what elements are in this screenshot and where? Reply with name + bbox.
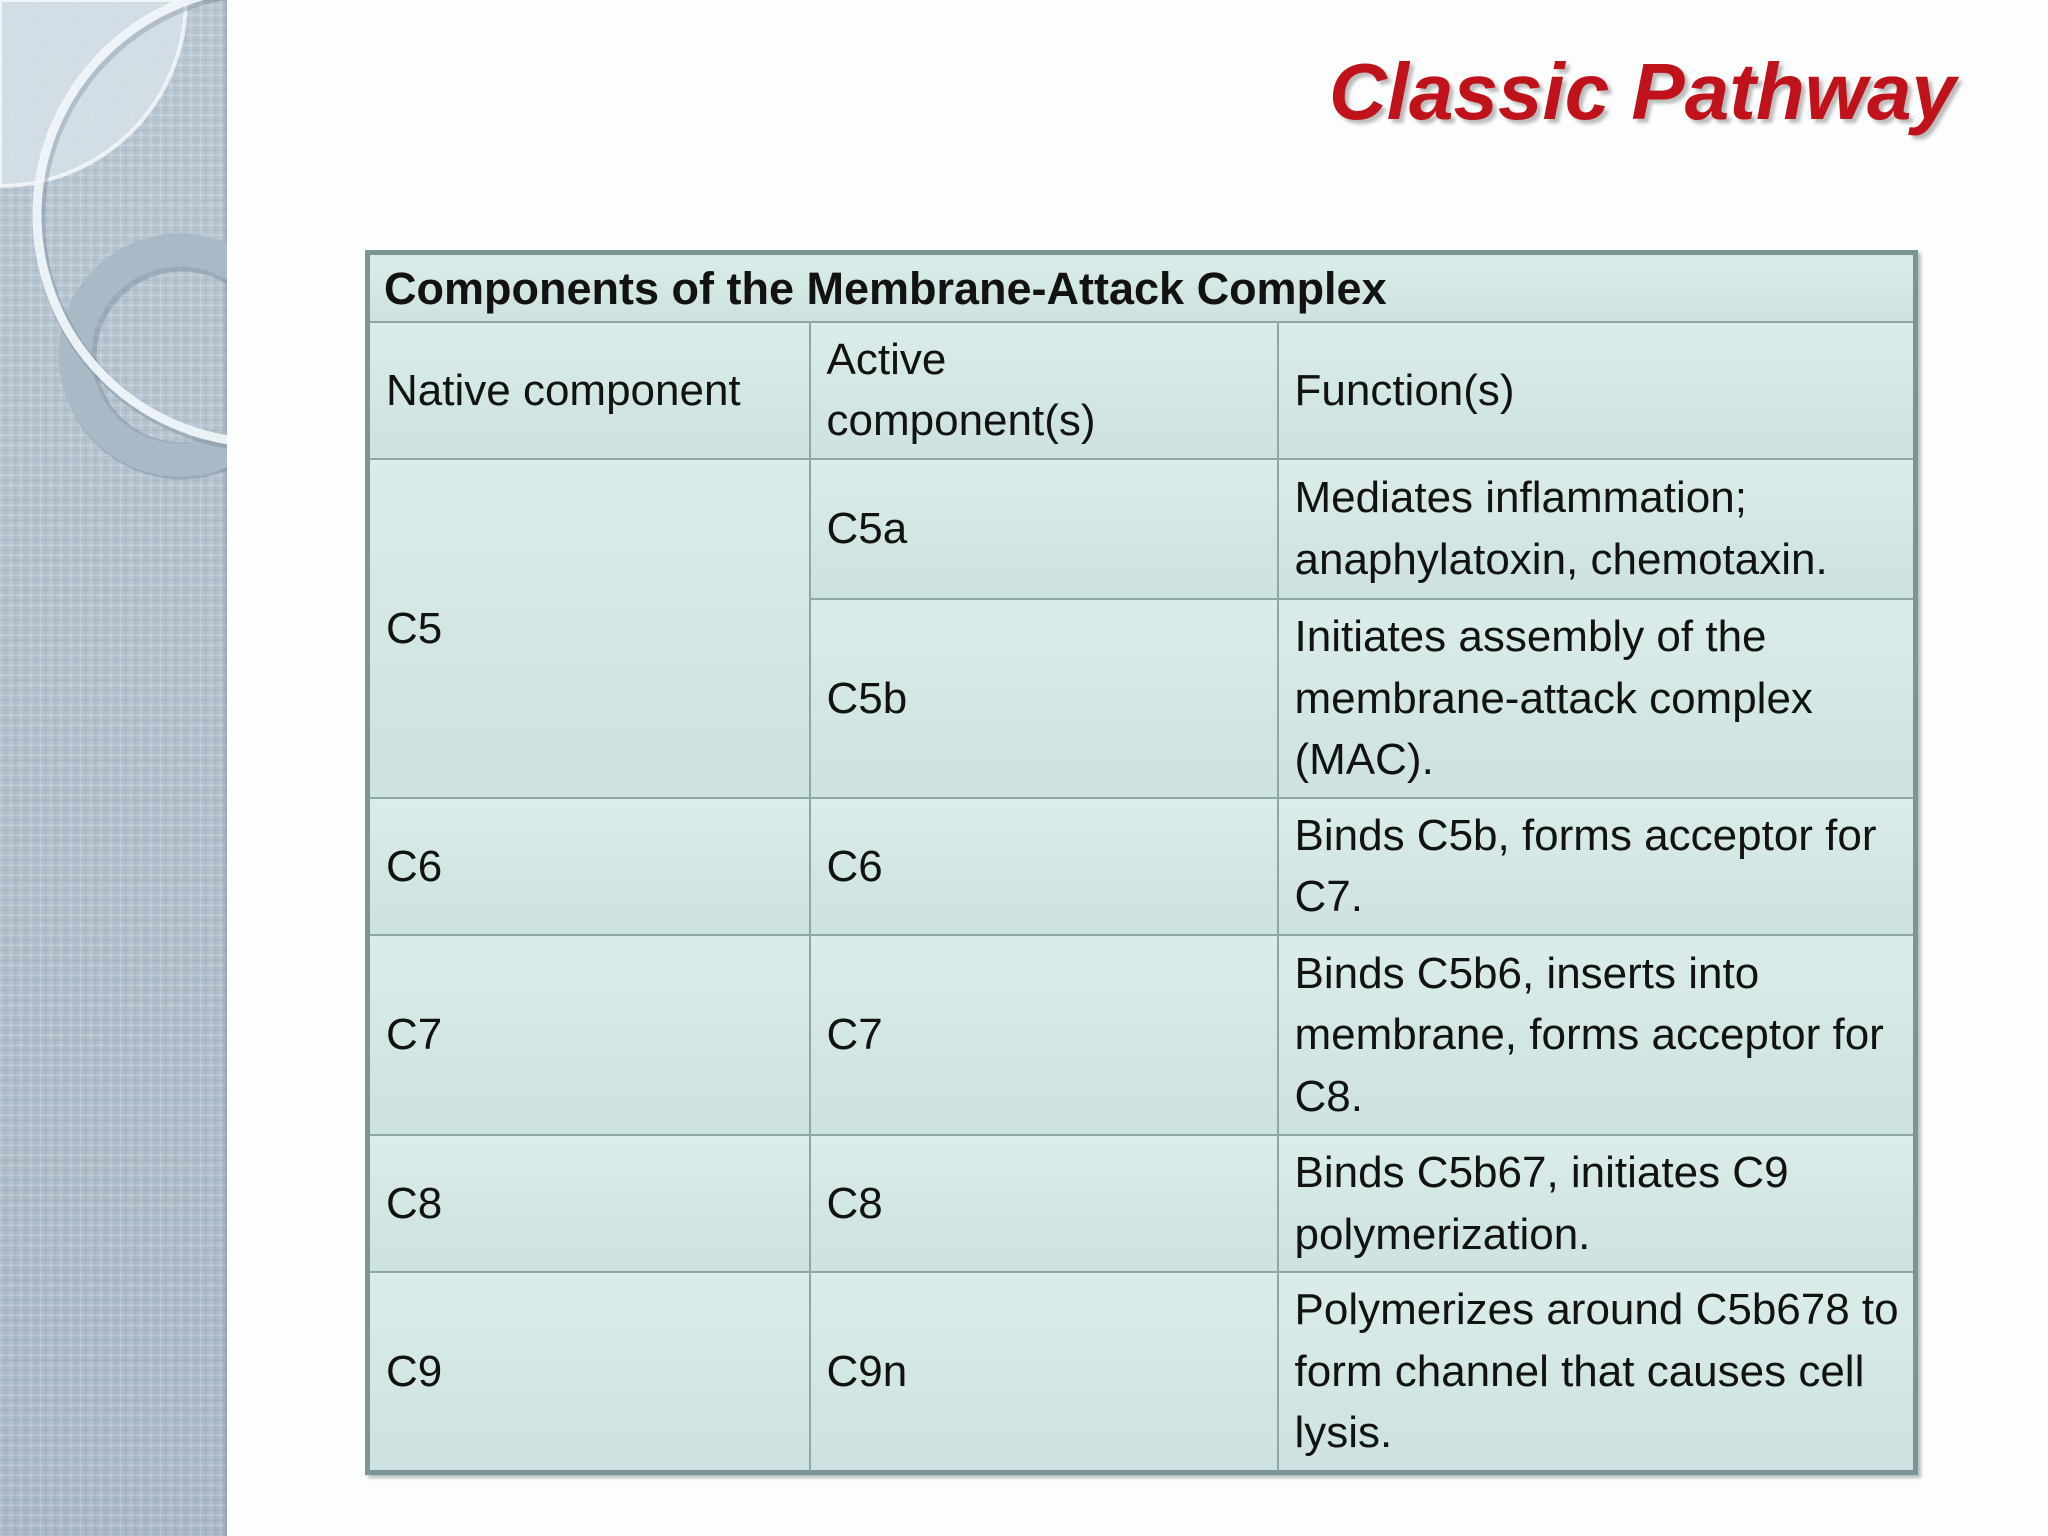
cell-active-c7: C7 — [808, 933, 1279, 1136]
cell-function-c5b: Initiates assembly of the membrane-attac… — [1276, 597, 1917, 799]
table-header-row: Native component Active component(s) Fun… — [366, 320, 1917, 460]
cell-native-c9: C9 — [366, 1271, 811, 1474]
cell-active-c5b: C5b — [808, 597, 1279, 799]
cell-native-c6: C6 — [366, 796, 811, 936]
col-header-native-component: Native component — [366, 320, 811, 460]
table-row: C5 C5a Mediates inflammation; anaphylato… — [366, 457, 1917, 799]
cell-active-c5a: C5a — [808, 457, 1279, 600]
mac-components-table: Components of the Membrane-Attack Comple… — [365, 250, 1918, 1475]
cell-function-c9n: Polymerizes around C5b678 to form channe… — [1276, 1271, 1917, 1474]
cell-function-c6: Binds C5b, forms acceptor for C7. — [1276, 796, 1917, 936]
col-header-active-components: Active component(s) — [808, 320, 1279, 460]
cell-function-c5a: Mediates inflammation; anaphylatoxin, ch… — [1276, 457, 1917, 600]
cell-function-c8: Binds C5b67, initiates C9 polymerization… — [1276, 1133, 1917, 1274]
cell-native-c5: C5 — [366, 457, 811, 799]
col-header-functions: Function(s) — [1276, 320, 1917, 460]
table-row: C7 C7 Binds C5b6, inserts into membrane,… — [366, 933, 1917, 1136]
sidebar-rings-decoration — [0, 0, 227, 480]
table-row: C6 C6 Binds C5b, forms acceptor for C7. — [366, 796, 1917, 936]
cell-active-c9n: C9n — [808, 1271, 1279, 1474]
table-row: C8 C8 Binds C5b67, initiates C9 polymeri… — [366, 1133, 1917, 1274]
table-caption: Components of the Membrane-Attack Comple… — [366, 251, 1917, 323]
table-caption-row: Components of the Membrane-Attack Comple… — [366, 251, 1917, 323]
cell-active-c6: C6 — [808, 796, 1279, 936]
cell-function-c7: Binds C5b6, inserts into membrane, forms… — [1276, 933, 1917, 1136]
table-row: C9 C9n Polymerizes around C5b678 to form… — [366, 1271, 1917, 1474]
cell-native-c8: C8 — [366, 1133, 811, 1274]
slide-title: Classic Pathway — [1329, 47, 1956, 136]
decorative-sidebar — [0, 0, 227, 1536]
cell-native-c7: C7 — [366, 933, 811, 1136]
table-row: C5b Initiates assembly of the membrane-a… — [368, 597, 1917, 799]
cell-active-c8: C8 — [808, 1133, 1279, 1274]
